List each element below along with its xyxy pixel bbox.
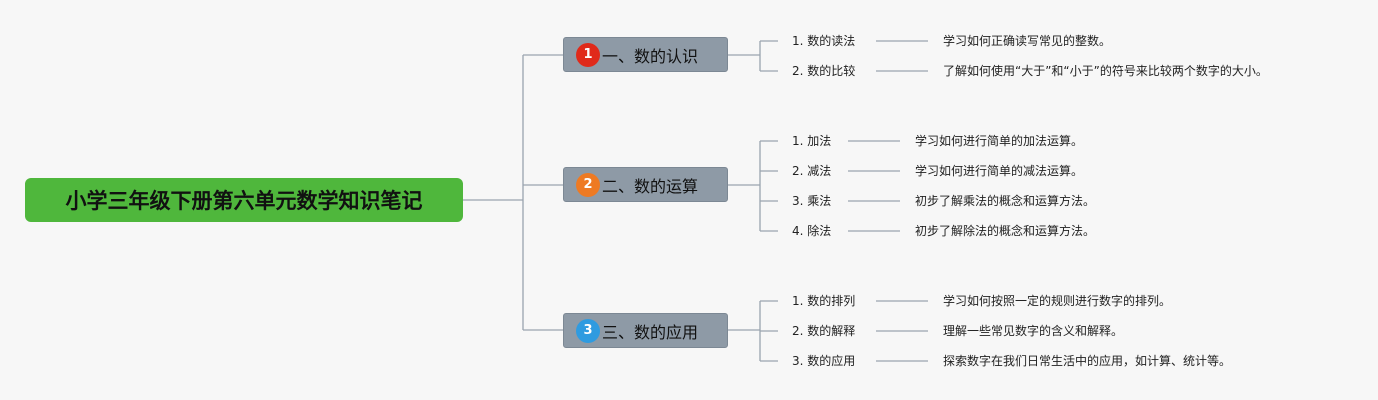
number-badge-icon: 1 bbox=[576, 42, 600, 67]
topic-description: 初步了解除法的概念和运算方法。 bbox=[915, 224, 1096, 238]
topic-description: 了解如何使用“大于”和“小于”的符号来比较两个数字的大小。 bbox=[943, 64, 1268, 78]
topic-label[interactable]: 1. 加法 bbox=[792, 134, 832, 148]
number-badge-icon: 2 bbox=[576, 172, 600, 197]
topic-label[interactable]: 3. 乘法 bbox=[792, 194, 832, 208]
topic-description: 探索数字在我们日常生活中的应用，如计算、统计等。 bbox=[943, 354, 1232, 368]
topic-description: 初步了解乘法的概念和运算方法。 bbox=[915, 194, 1096, 208]
branch-node-number-recognition[interactable]: 1 一、数的认识 bbox=[563, 37, 728, 72]
topic-description: 学习如何进行简单的加法运算。 bbox=[915, 134, 1084, 148]
topic-label[interactable]: 1. 数的排列 bbox=[792, 294, 856, 308]
branch-node-number-applications[interactable]: 3 三、数的应用 bbox=[563, 313, 728, 348]
topic-label[interactable]: 4. 除法 bbox=[792, 224, 832, 238]
branch-title: 二、数的运算 bbox=[602, 176, 699, 196]
root-node[interactable]: 小学三年级下册第六单元数学知识笔记 bbox=[25, 178, 463, 222]
topic-label[interactable]: 1. 数的读法 bbox=[792, 34, 856, 48]
root-title: 小学三年级下册第六单元数学知识笔记 bbox=[65, 189, 423, 213]
topic-label[interactable]: 2. 数的比较 bbox=[792, 64, 856, 78]
number-badge-icon: 3 bbox=[576, 318, 600, 343]
topic-description: 学习如何按照一定的规则进行数字的排列。 bbox=[943, 294, 1172, 308]
topic-label[interactable]: 3. 数的应用 bbox=[792, 354, 856, 368]
topic-description: 学习如何正确读写常见的整数。 bbox=[943, 34, 1112, 48]
branch-title: 三、数的应用 bbox=[602, 322, 699, 342]
topic-description: 理解一些常见数字的含义和解释。 bbox=[943, 324, 1124, 338]
topic-description: 学习如何进行简单的减法运算。 bbox=[915, 164, 1084, 178]
branch-node-number-operations[interactable]: 2 二、数的运算 bbox=[563, 167, 728, 202]
topic-label[interactable]: 2. 数的解释 bbox=[792, 324, 856, 338]
topic-label[interactable]: 2. 减法 bbox=[792, 164, 832, 178]
branch-title: 一、数的认识 bbox=[602, 46, 699, 66]
